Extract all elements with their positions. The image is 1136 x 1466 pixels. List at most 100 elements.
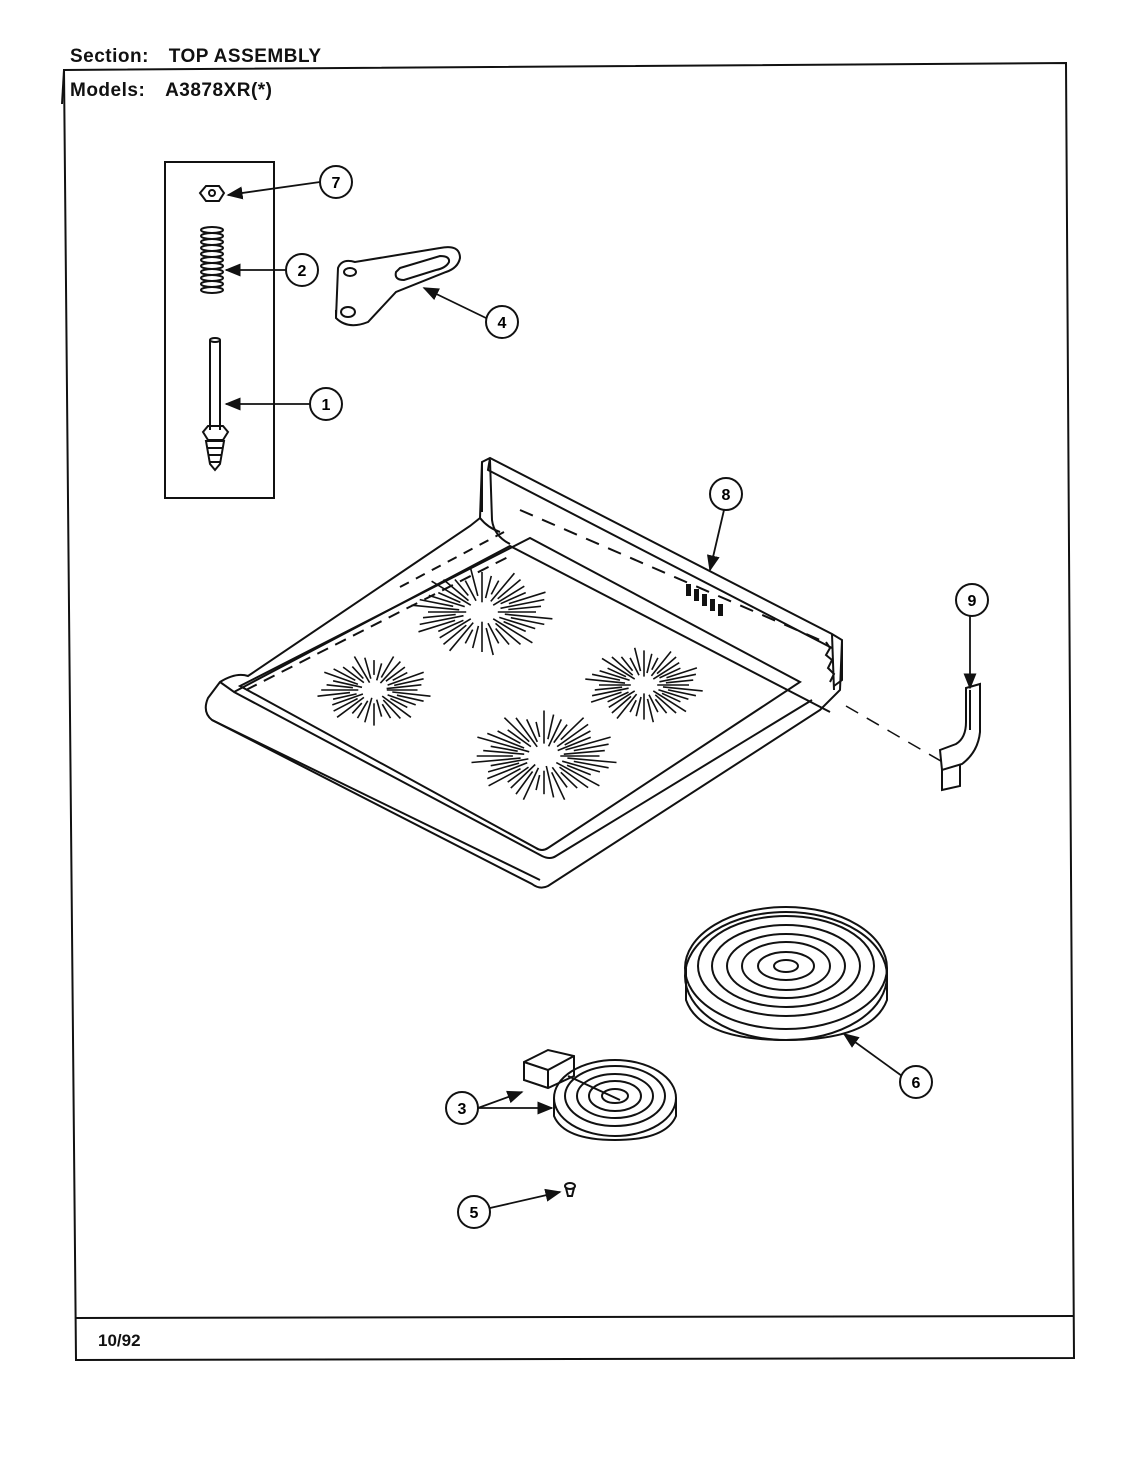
burner-ray	[629, 657, 640, 676]
burner-ray	[503, 717, 530, 743]
burner-ray	[381, 703, 392, 719]
svg-text:5: 5	[470, 1205, 479, 1222]
burner-ray	[585, 678, 626, 684]
burner-ray	[553, 724, 568, 744]
burner-ray	[454, 578, 469, 597]
burner-ray	[324, 671, 359, 685]
burner-ray	[601, 657, 636, 680]
callout-9: 9	[955, 583, 989, 617]
burner-ray	[620, 656, 634, 672]
burner-ray	[490, 572, 516, 602]
callout-5: 5	[457, 1195, 491, 1229]
models-value: A3878XR(*)	[165, 80, 273, 101]
burner-ray	[439, 618, 472, 639]
burner-ray	[646, 698, 655, 723]
burner-ray	[559, 766, 589, 789]
svg-text:6: 6	[912, 1075, 921, 1092]
burner-ray	[573, 743, 609, 752]
burner-ray	[560, 717, 585, 741]
burner-ray	[375, 699, 383, 717]
burner-ray	[648, 694, 659, 713]
burner-ray	[515, 771, 534, 795]
burner-ray	[477, 736, 530, 753]
trim-piece-part	[938, 682, 981, 792]
burner-ray	[332, 693, 364, 706]
burner-ray	[394, 678, 424, 687]
burner-ray	[392, 671, 408, 682]
burner-ray	[487, 761, 528, 780]
burner-ray	[607, 691, 629, 703]
burner-ray	[356, 700, 369, 719]
burner-ray	[382, 699, 401, 719]
burner-ray	[500, 591, 527, 605]
burner-ray	[485, 627, 494, 656]
burner-ray	[652, 690, 687, 713]
cooktop-logo-mark	[686, 584, 723, 616]
burner-ray	[667, 689, 697, 697]
burner-ray	[635, 696, 642, 717]
burner-ray	[351, 702, 363, 714]
callout-3: 3	[445, 1091, 479, 1125]
burner-ray	[658, 688, 689, 701]
burner-ray	[659, 673, 697, 683]
burner-ray	[490, 758, 529, 767]
nut-part	[198, 185, 226, 202]
models-label: Models:	[70, 80, 146, 101]
burner-ray	[551, 766, 568, 788]
burner-ray	[659, 667, 681, 679]
burner-ray	[508, 591, 546, 605]
burner-ray	[422, 613, 456, 619]
burner-ray	[490, 745, 518, 752]
burner-ray	[547, 714, 555, 740]
burner-ray	[607, 667, 627, 678]
burner-ray	[336, 696, 365, 718]
burner-ray	[557, 736, 591, 752]
burner-ray	[390, 697, 408, 709]
screw-part	[564, 1182, 576, 1197]
burner-ray	[510, 763, 536, 789]
burner-ray	[411, 604, 460, 611]
burner-ray	[484, 575, 493, 599]
burner-ray	[431, 580, 472, 606]
cooktop-part	[204, 456, 844, 889]
burner-marks	[317, 568, 703, 801]
burner-ray	[515, 717, 538, 748]
burner-ray	[522, 767, 540, 801]
burner-ray	[326, 684, 353, 689]
burner-ray	[386, 684, 422, 690]
burner-ray	[566, 764, 591, 776]
svg-text:7: 7	[332, 175, 341, 192]
burner-ray	[661, 692, 681, 703]
burner-ray	[437, 619, 464, 633]
burner-ray	[379, 661, 401, 684]
burner-ray	[525, 719, 539, 743]
burner-ray	[419, 598, 454, 608]
burner-ray	[387, 671, 424, 686]
burner-ray	[353, 656, 371, 684]
burner-ray	[332, 680, 363, 689]
burner-ray	[342, 666, 365, 684]
burner-ray	[633, 647, 642, 672]
burner-ray	[490, 580, 500, 595]
burner-ray	[591, 673, 621, 681]
burner-ray	[510, 616, 545, 626]
burner-ray	[375, 663, 383, 681]
burner-ray	[629, 699, 637, 713]
burner-ray	[470, 568, 479, 597]
burner-ray	[483, 749, 525, 755]
burner-ray	[567, 757, 617, 764]
burner-ray	[666, 667, 698, 679]
burner-ray	[494, 622, 522, 646]
callout-6: 6	[899, 1065, 933, 1099]
callout-2: 2	[285, 253, 319, 287]
burner-ray	[487, 732, 525, 749]
burner-ray	[471, 757, 521, 764]
burner-ray	[608, 690, 636, 708]
burner-ray	[594, 686, 623, 691]
burner-ray	[419, 614, 464, 626]
burner-ray	[492, 618, 533, 644]
burner-ray	[599, 669, 630, 682]
burner-ray	[564, 730, 591, 746]
burner-ray	[535, 774, 541, 791]
